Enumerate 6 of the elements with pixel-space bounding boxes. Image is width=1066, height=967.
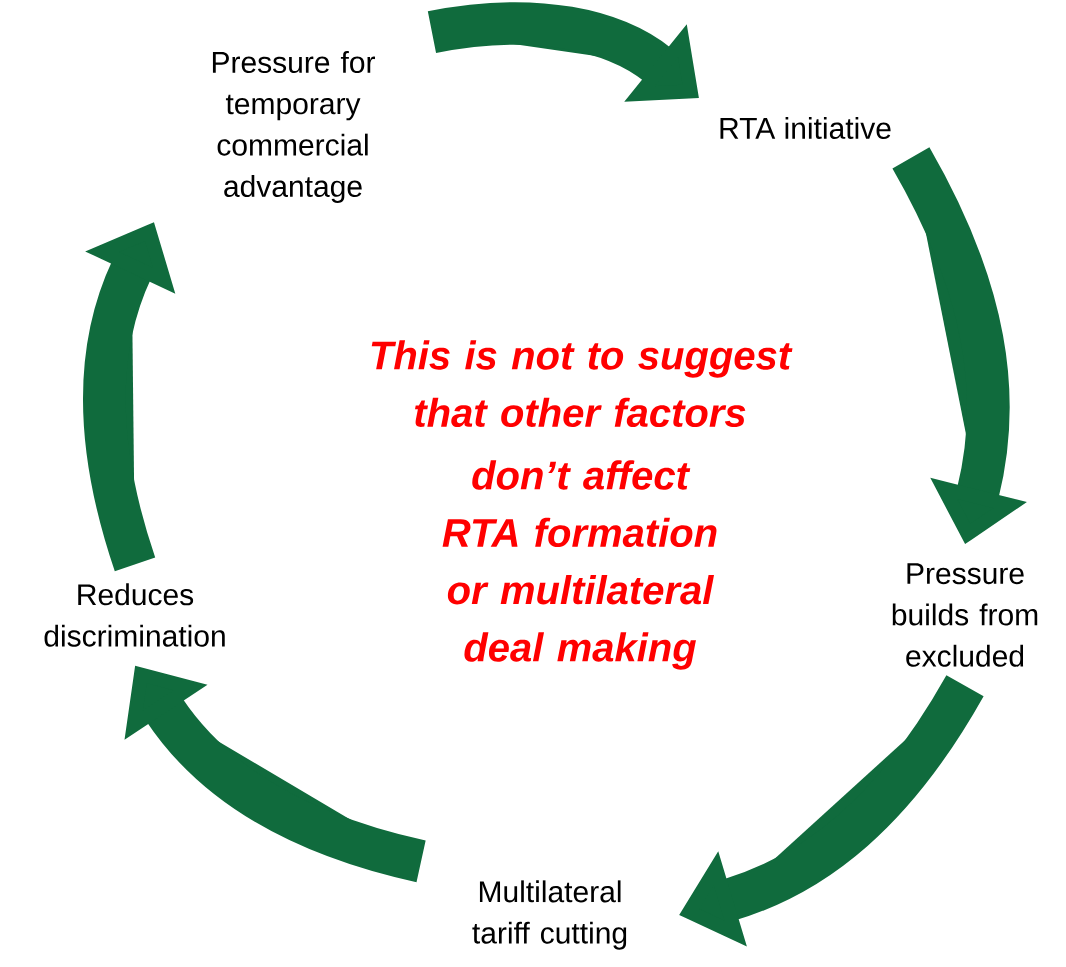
cycle-step-text: Multilateral tariff cutting	[472, 880, 627, 950]
note-text: This is not to suggest that other factors don’t affect RTA formation or multilateral deal making	[371, 340, 793, 670]
cycle-step-text: RTA initiative	[720, 117, 891, 139]
cycle-step-text: Pressure for temporary commercial advantage	[212, 51, 375, 203]
cycle-step-text: Reduces discrimination	[44, 583, 225, 647]
cycle-step-text: Pressure builds from excluded	[892, 563, 1038, 667]
